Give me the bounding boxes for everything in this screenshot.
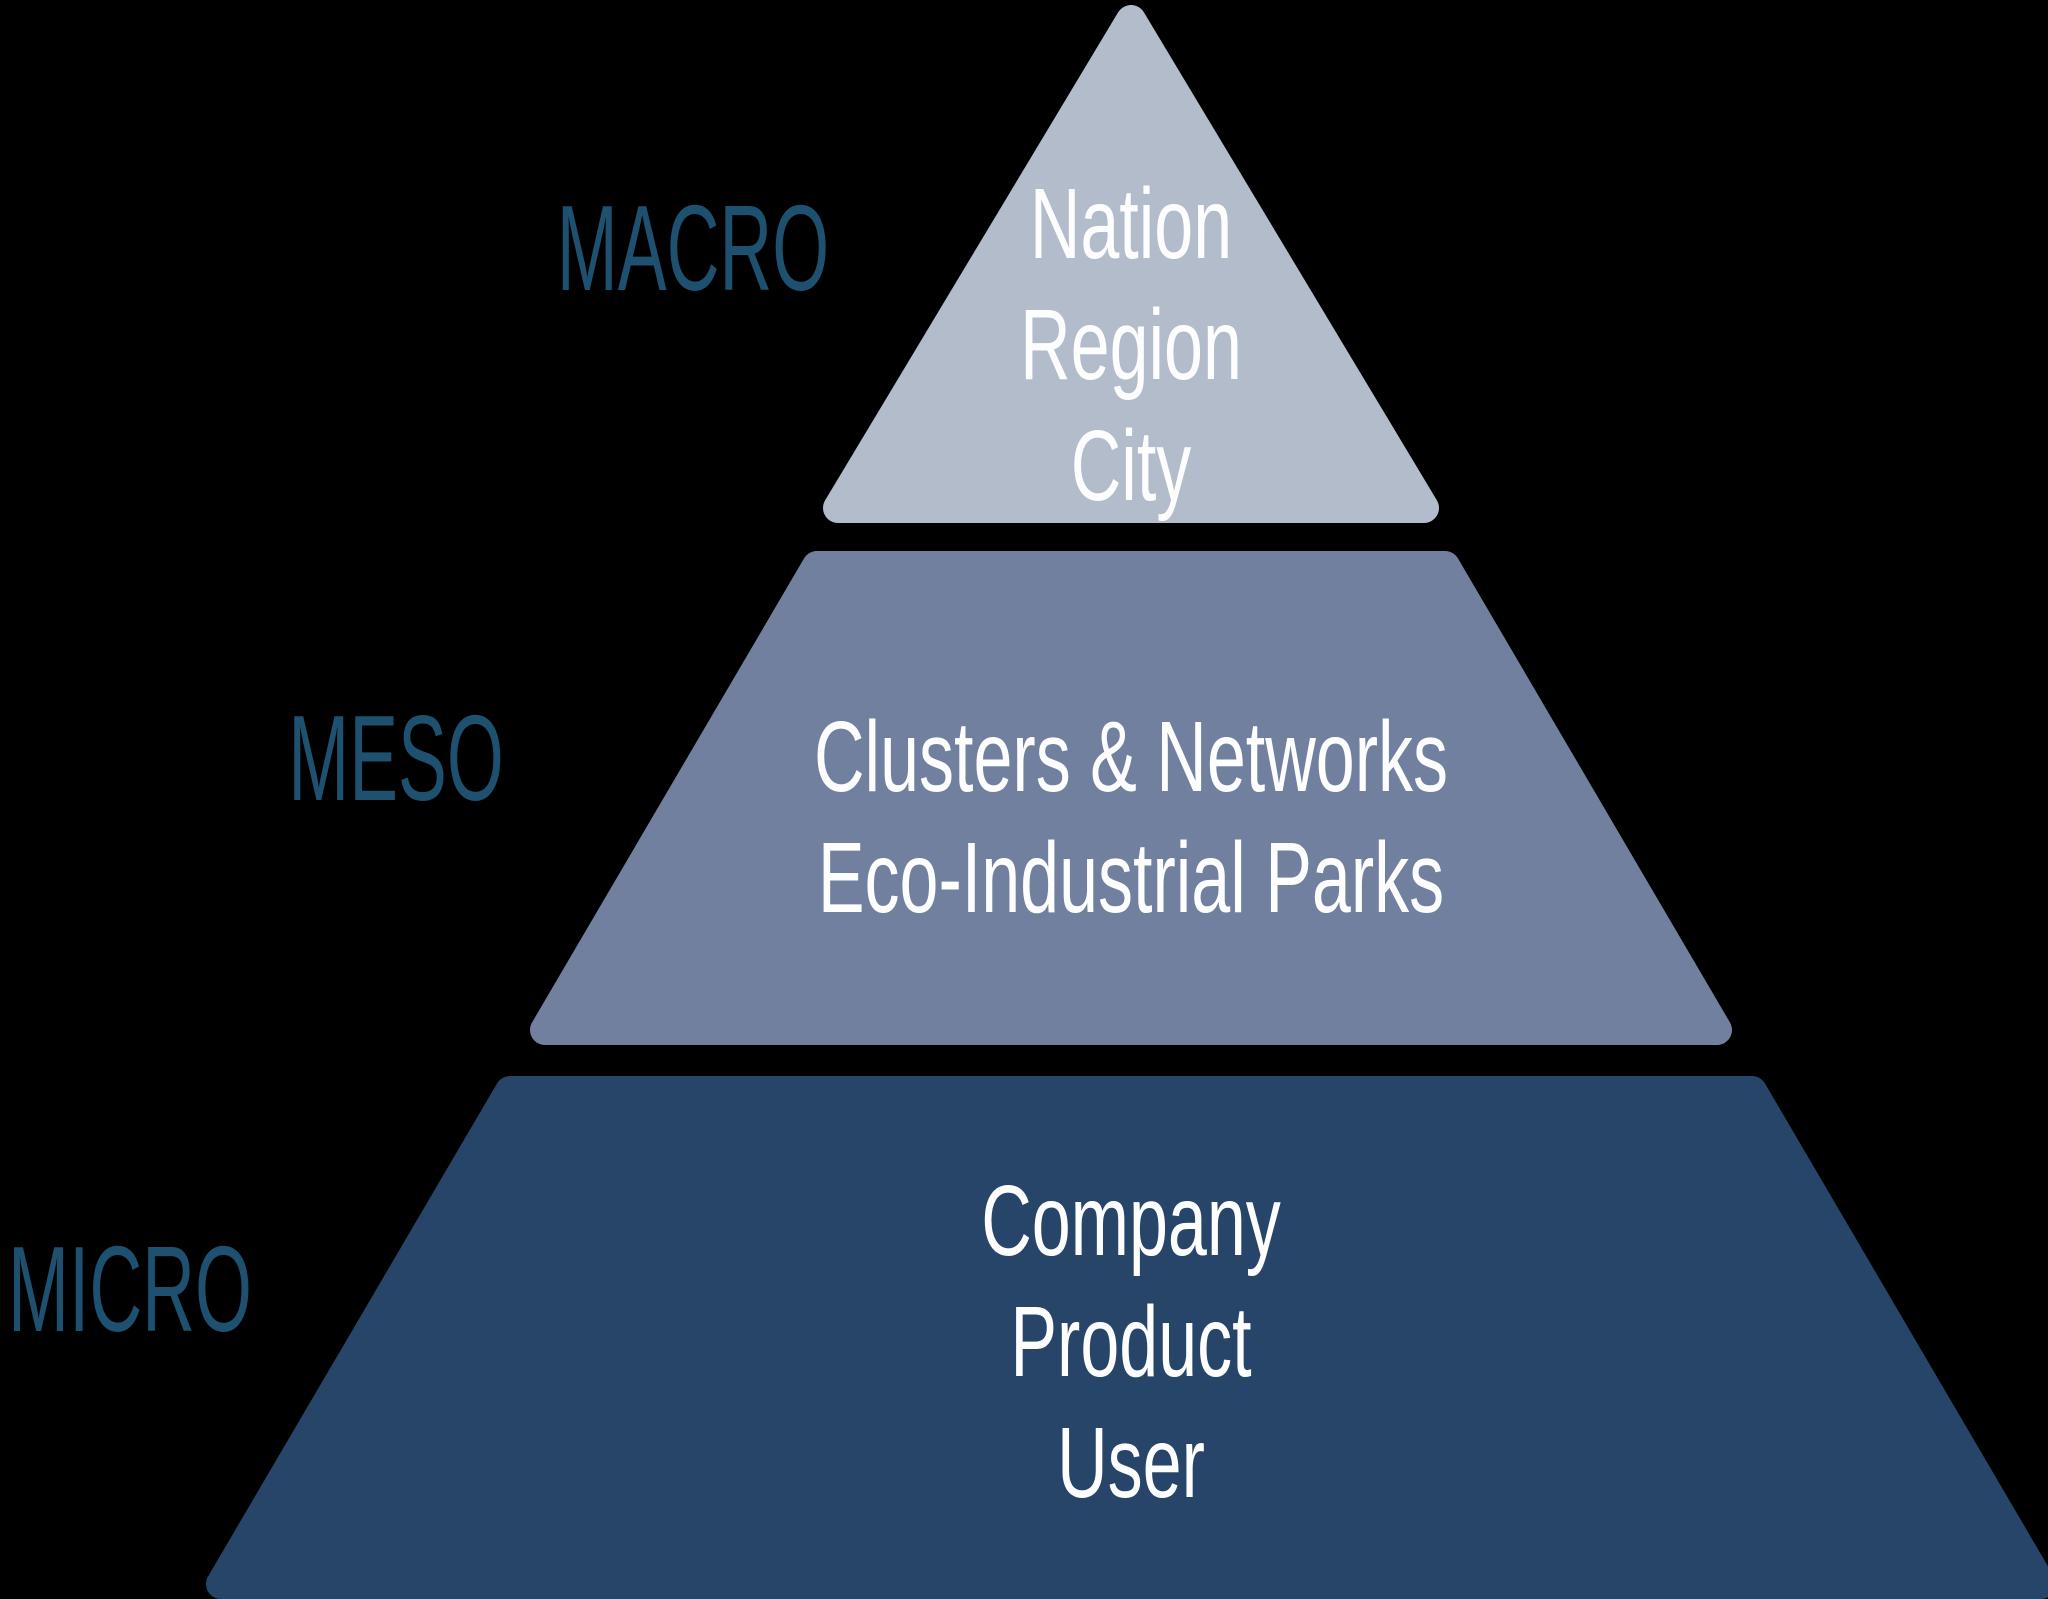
level-item: User	[1057, 1407, 1205, 1519]
macro-items: Nation Region City	[851, 164, 1411, 527]
level-item: Company	[981, 1165, 1281, 1277]
micro-trapezoid	[206, 1076, 2048, 1599]
level-item: Clusters & Networks	[813, 701, 1449, 813]
macro-triangle	[823, 5, 1439, 523]
macro-scale-label: MACRO	[556, 180, 830, 316]
level-item: Product	[1010, 1286, 1252, 1398]
micro-items: Company Product User	[851, 1161, 1411, 1524]
level-item: Region	[1020, 289, 1242, 401]
meso-items: Clusters & Networks Eco-Industrial Parks	[781, 697, 1481, 939]
level-item: City	[1070, 410, 1192, 522]
meso-trapezoid	[530, 551, 1732, 1045]
micro-scale-label: MICRO	[8, 1221, 252, 1357]
level-item: Eco-Industrial Parks	[817, 822, 1445, 934]
meso-scale-label: MESO	[288, 690, 504, 826]
level-item: Nation	[1029, 168, 1233, 280]
